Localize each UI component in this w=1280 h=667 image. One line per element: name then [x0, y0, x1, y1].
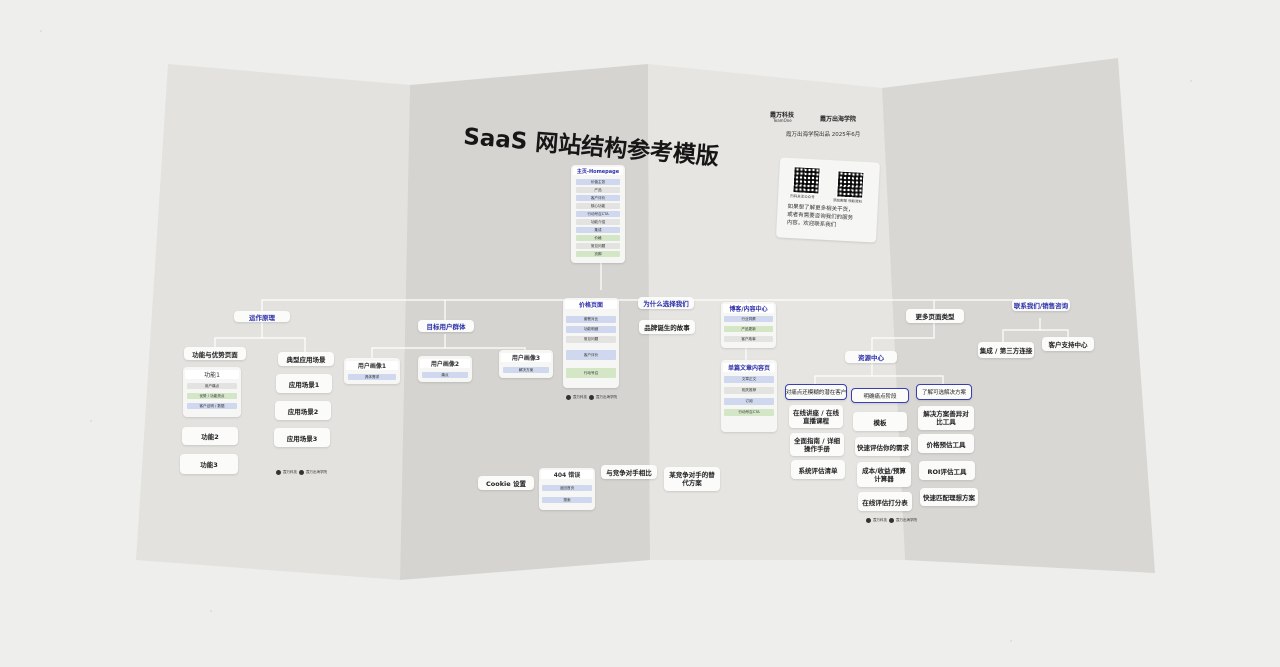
contact-sales-node: 联系我们/销售咨询: [1012, 299, 1070, 311]
persona3-group: 用户画像3 解决方案: [499, 350, 553, 378]
resource-col-1-item: 在线讲座 / 在线直播课程: [789, 405, 843, 428]
audience-node: 目标用户群体: [418, 320, 474, 332]
support-node: 客户支持中心: [1042, 337, 1094, 351]
more-pages-node: 更多页面类型: [906, 309, 964, 323]
persona1-label: 用户画像1: [346, 361, 398, 370]
homepage-item: 客户评价: [576, 195, 620, 201]
resource-col-2-item: 模板: [853, 412, 907, 431]
resource-col-2-item: 在线评估打分表: [858, 492, 912, 511]
error404-group: 404 错误 返回首页 搜索: [539, 468, 595, 510]
homepage-group: 主页-Homepage 价值主张 产品 客户评价 核心功能 行动号召CTA 功能…: [571, 165, 625, 263]
blog-label: 博客/内容中心: [723, 304, 774, 313]
resource-col-1-item: 系统评估清单: [791, 460, 845, 479]
homepage-item: 页脚: [576, 251, 620, 257]
resource-center-node: 资源中心: [845, 351, 897, 363]
qr-code-icon: [836, 170, 865, 199]
feature1-group: 功能1 用户痛点 优势 / 功能亮点 客户证明 / 数据: [183, 367, 241, 417]
homepage-item: 常见问题: [576, 243, 620, 249]
resource-col-3-header: 了解可选解决方案: [916, 384, 972, 400]
logo-teamone-sub: TeamOne: [773, 118, 792, 123]
feature2-node: 功能2: [182, 427, 238, 445]
qr-code-icon: [792, 166, 821, 195]
homepage-item: 价格: [576, 235, 620, 241]
homepage-item: 行动号召CTA: [576, 211, 620, 217]
article-label: 单篇文章内容页: [723, 363, 775, 372]
pricing-item: 行动号召: [566, 368, 616, 378]
contact-text-3: 内容，欢迎联系我们: [786, 219, 837, 229]
use-case-3-node: 应用场景3: [274, 428, 330, 447]
features-node: 功能与优势页面: [184, 347, 246, 360]
pricing-item: 客户评价: [566, 350, 616, 360]
resource-col-3-item: 价格预估工具: [918, 434, 974, 453]
article-item: 行动号召CTA: [724, 409, 774, 416]
feature1-item: 客户证明 / 数据: [187, 403, 237, 409]
resource-col-3-item: 快速匹配理想方案: [920, 488, 978, 506]
resource-col-3-item: 解决方案善异对比工具: [918, 406, 974, 430]
pricing-item: 常见问题: [566, 336, 616, 343]
use-case-1-node: 应用场景1: [276, 374, 332, 393]
error404-item: 返回首页: [542, 485, 592, 491]
resource-col-1-header: 对痛点还模糊的潜在客户: [785, 384, 847, 400]
footer-brand-center: 霞万科技霞万出海学院: [566, 395, 617, 400]
persona3-label: 用户画像3: [501, 353, 551, 362]
persona3-sub: 解决方案: [503, 367, 549, 373]
logo-academy: 霞万出海学院: [820, 116, 857, 123]
persona2-label: 用户画像2: [420, 359, 470, 368]
persona2-sub: 痛点: [422, 372, 468, 378]
pricing-item: 功能明细: [566, 326, 616, 333]
article-item: 订阅: [724, 398, 774, 405]
blog-group: 博客/内容中心 行业洞察 产品更新 客户故事: [721, 302, 776, 348]
article-item: 文章正文: [724, 376, 774, 383]
use-cases-node: 典型应用场景: [278, 352, 334, 366]
homepage-item: 功能介绍: [576, 219, 620, 225]
pricing-item: 套餐对比: [566, 316, 616, 323]
blog-item: 客户故事: [724, 336, 773, 342]
why-us-node: 为什么选择我们: [638, 297, 694, 309]
resource-col-3-item: ROI评估工具: [919, 461, 975, 480]
error404-label: 404 错误: [541, 470, 593, 479]
persona1-group: 用户画像1 具体需求: [344, 358, 400, 384]
homepage-item: 核心功能: [576, 203, 620, 209]
homepage-label: 主页-Homepage: [573, 167, 623, 175]
persona1-sub: 具体需求: [348, 374, 396, 380]
homepage-item: 价值主张: [576, 179, 620, 185]
integrations-node: 集成 / 第三方连接: [978, 342, 1034, 358]
feature1-label: 功能1: [185, 370, 239, 379]
how-it-works-node: 运作原理: [234, 311, 290, 322]
resource-col-1-item: 全面指南 / 详细操作手册: [790, 433, 844, 456]
article-item: 相关推荐: [724, 387, 774, 394]
resource-col-2-item: 快速评估你的需求: [855, 437, 911, 456]
vs-competitor-node: 与竞争对手相比: [601, 465, 657, 479]
contact-card: 扫码关注公众号 添加客服 领取资料 如果想了解更多相关干货， 或者有需要咨询我们…: [775, 157, 881, 243]
feature3-node: 功能3: [180, 454, 238, 474]
feature1-item: 优势 / 功能亮点: [187, 393, 237, 399]
resource-col-2-item: 成本/收益/预算计算器: [857, 462, 911, 487]
pricing-label: 价格页面: [565, 300, 617, 309]
feature1-item: 用户痛点: [187, 383, 237, 389]
error404-item: 搜索: [542, 497, 592, 503]
publisher-line: 霞万出海学院出品 2025年6月: [786, 132, 861, 138]
page-title: SaaS 网站结构参考模版: [462, 123, 720, 171]
article-group: 单篇文章内容页 文章正文 相关推荐 订阅 行动号召CTA: [721, 360, 777, 432]
use-case-2-node: 应用场景2: [275, 401, 331, 420]
brand-story-node: 品牌诞生的故事: [639, 320, 695, 334]
persona2-group: 用户画像2 痛点: [418, 356, 472, 382]
homepage-item: 产品: [576, 187, 620, 193]
blog-item: 产品更新: [724, 326, 773, 332]
pricing-group: 价格页面 套餐对比 功能明细 常见问题 客户评价 行动号召: [563, 298, 619, 388]
footer-brand-right: 霞万科技霞万出海学院: [866, 518, 917, 523]
homepage-item: 集成: [576, 227, 620, 233]
panel-left: [136, 64, 410, 580]
alt-competitor-node: 某竞争对手的替代方案: [664, 467, 720, 491]
logo-teamone: 霞万科技: [770, 112, 795, 119]
cookie-node: Cookie 设置: [478, 476, 534, 490]
qr-caption-a: 扫码关注公众号: [790, 194, 815, 200]
blog-item: 行业洞察: [724, 316, 773, 322]
footer-brand-left: 霞万科技霞万出海学院: [276, 470, 327, 475]
resource-col-2-header: 明确痛点阶段: [851, 388, 909, 403]
